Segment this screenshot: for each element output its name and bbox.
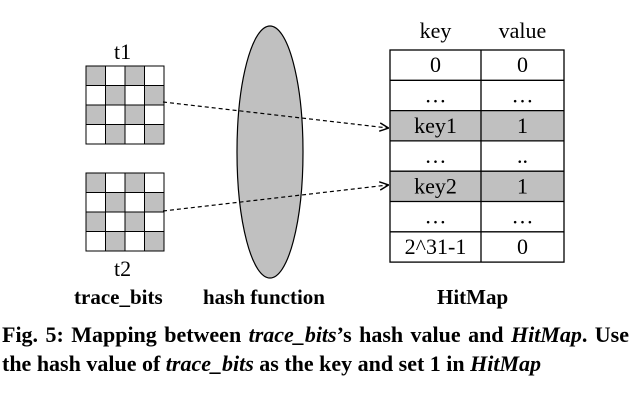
grid-t1-cell <box>144 85 165 106</box>
trace-bits-grid-t2 <box>85 172 165 252</box>
grid-t1-cell <box>105 65 126 86</box>
mapping-arrow-t2 <box>162 185 388 212</box>
grid-t1-cell <box>105 104 126 125</box>
grid-t2-cell <box>144 192 165 213</box>
hitmap-border <box>389 49 565 263</box>
grid-t1-cell <box>85 85 106 106</box>
grid-t1-cell <box>124 65 145 86</box>
hitmap-value-cell: .. <box>517 143 528 168</box>
hash-function-label: hash function <box>203 285 325 309</box>
hitmap-key-cell: 2^31-1 <box>405 234 467 259</box>
hitmap-key-cell: … <box>425 204 447 229</box>
caption-hitmap-1: HitMap <box>510 322 582 347</box>
grid-t2-cell <box>105 172 126 193</box>
grid-t1-cell <box>124 124 145 145</box>
grid-t2-cell <box>144 231 165 252</box>
grid-t2-cell <box>124 231 145 252</box>
caption-trace-bits-2: trace_bits <box>165 351 254 376</box>
grid-t2-cell <box>124 172 145 193</box>
grid-t1-cell <box>144 65 165 86</box>
hitmap-row-highlight <box>390 171 564 202</box>
hitmap-key-cell: key1 <box>414 113 457 138</box>
diagram: key value 0 0 … … key1 1 ….. key2 1 … … 2^31-1 0 t1 t2… <box>74 18 565 309</box>
grid-t1-cell <box>105 85 126 106</box>
hitmap-key-cell: key2 <box>414 173 457 198</box>
hitmap-value-cell: 0 <box>517 52 528 77</box>
hash-function-ellipse <box>236 25 304 279</box>
grid-t1-cell <box>144 124 165 145</box>
grid-t2-cell <box>124 211 145 232</box>
hitmap-label: HitMap <box>437 285 509 309</box>
caption-hitmap-2: HitMap <box>470 351 542 376</box>
grid-t2-cell <box>105 192 126 213</box>
grid-t1-cell <box>124 85 145 106</box>
caption-trace-bits-1: trace_bits <box>248 322 337 347</box>
grid-t2-cell <box>144 211 165 232</box>
grid-t2-cell <box>85 211 106 232</box>
trace-bits-label: trace_bits <box>74 285 163 309</box>
hitmap-value-cell: 1 <box>517 113 528 138</box>
hitmap-value-cell: 0 <box>517 234 528 259</box>
hitmap-row-highlight <box>390 110 564 141</box>
hitmap-key-cell: … <box>425 82 447 107</box>
caption-text-2: ’s hash value and <box>336 322 511 347</box>
caption-text-1: Fig. 5: Mapping between <box>2 322 249 347</box>
hitmap-header-key: key <box>420 18 452 43</box>
caption-text-3: . Use the hash value of <box>2 322 630 376</box>
grid-t2-cell <box>124 192 145 213</box>
grid-t2-cell <box>144 172 165 193</box>
figure-caption: Fig. 5: Mapping between trace_bits’s has… <box>2 320 629 378</box>
trace-bits-grid-t1 <box>85 65 165 145</box>
grid-t1-cell <box>85 124 106 145</box>
grid-t1-cell <box>144 104 165 125</box>
grid-t1-label: t1 <box>114 39 132 64</box>
grid-t2-cell <box>85 231 106 252</box>
grid-t1-cell <box>85 65 106 86</box>
grid-t1-cell <box>124 104 145 125</box>
grid-t1-cell <box>105 124 126 145</box>
grid-t2-label: t2 <box>114 256 132 281</box>
hitmap-value-cell: … <box>512 82 534 107</box>
hitmap-key-cell: … <box>425 143 447 168</box>
grid-t2-cell <box>105 211 126 232</box>
hitmap-table: key value 0 0 … … key1 1 ….. key2 1 … … 2^31-1 0 <box>389 18 565 263</box>
grid-t2-cell <box>85 172 106 193</box>
caption-text-4: as the key and set 1 in <box>253 351 471 376</box>
grid-t2-cell <box>85 192 106 213</box>
grid-t1-cell <box>85 104 106 125</box>
hitmap-value-cell: … <box>512 204 534 229</box>
hitmap-value-cell: 1 <box>517 173 528 198</box>
hitmap-header-value: value <box>499 18 547 43</box>
grid-t2-cell <box>105 231 126 252</box>
mapping-arrow-t1 <box>162 101 388 128</box>
diagram-canvas: key value 0 0 … … key1 1 ….. key2 1 … … 2^31-1 0 <box>85 18 565 279</box>
hitmap-key-cell: 0 <box>430 52 441 77</box>
